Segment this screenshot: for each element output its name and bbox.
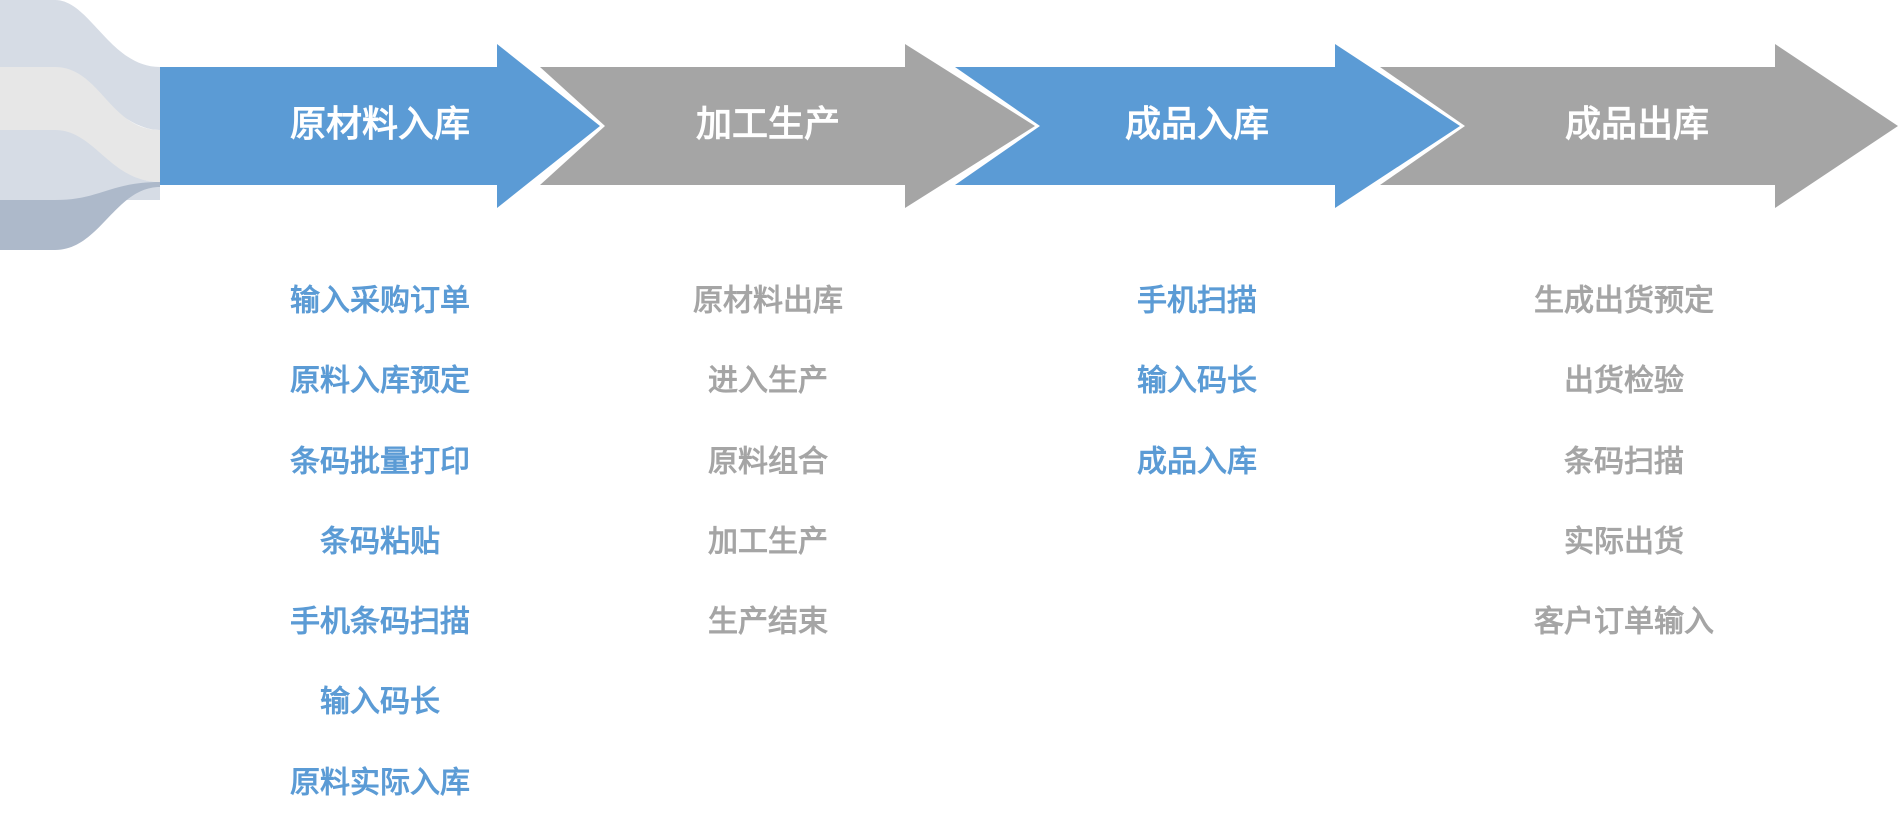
ribbon-middle	[0, 130, 160, 200]
stage-title-3: 成品入库	[1125, 104, 1269, 145]
task-item: 条码批量打印	[290, 445, 470, 480]
stage-arrow-2	[540, 44, 1035, 208]
stage-arrow-4	[1380, 44, 1898, 208]
task-item: 条码扫描	[1564, 445, 1684, 480]
task-item: 进入生产	[708, 364, 828, 399]
ribbon-bottom	[0, 182, 160, 250]
stage-arrows	[160, 44, 1898, 208]
task-item: 原料组合	[708, 445, 828, 480]
task-column-1: 输入采购订单 原料入库预定 条码批量打印 条码粘贴 手机条码扫描 输入码长 原料…	[290, 284, 470, 801]
stage-title-2: 加工生产	[696, 104, 840, 145]
decorative-ribbons	[0, 0, 160, 250]
task-item: 实际出货	[1564, 525, 1684, 560]
task-item: 输入码长	[1137, 364, 1257, 399]
stage-title-4: 成品出库	[1565, 104, 1709, 145]
task-item: 加工生产	[708, 525, 828, 560]
stage-title-1: 原材料入库	[290, 104, 470, 145]
task-item: 输入码长	[320, 685, 440, 720]
task-item: 客户订单输入	[1534, 605, 1714, 640]
task-item: 条码粘贴	[320, 525, 440, 560]
ribbon-upper	[0, 67, 160, 182]
task-item: 输入采购订单	[290, 284, 470, 319]
task-column-2: 原材料出库 进入生产 原料组合 加工生产 生产结束	[693, 284, 843, 640]
task-item: 成品入库	[1137, 445, 1257, 480]
task-item: 原料入库预定	[290, 364, 470, 399]
task-item: 手机扫描	[1137, 284, 1257, 319]
task-item: 出货检验	[1564, 364, 1684, 399]
stage-arrow-1	[160, 44, 600, 208]
task-item: 生产结束	[708, 605, 828, 640]
stage-arrow-3	[955, 44, 1460, 208]
ribbon-top	[0, 0, 160, 130]
task-item: 原材料出库	[693, 284, 843, 319]
task-item: 手机条码扫描	[290, 605, 470, 640]
task-column-3: 手机扫描 输入码长 成品入库	[1137, 284, 1257, 480]
task-column-4: 生成出货预定 出货检验 条码扫描 实际出货 客户订单输入	[1534, 284, 1714, 640]
task-item: 原料实际入库	[290, 766, 470, 801]
task-item: 生成出货预定	[1534, 284, 1714, 319]
